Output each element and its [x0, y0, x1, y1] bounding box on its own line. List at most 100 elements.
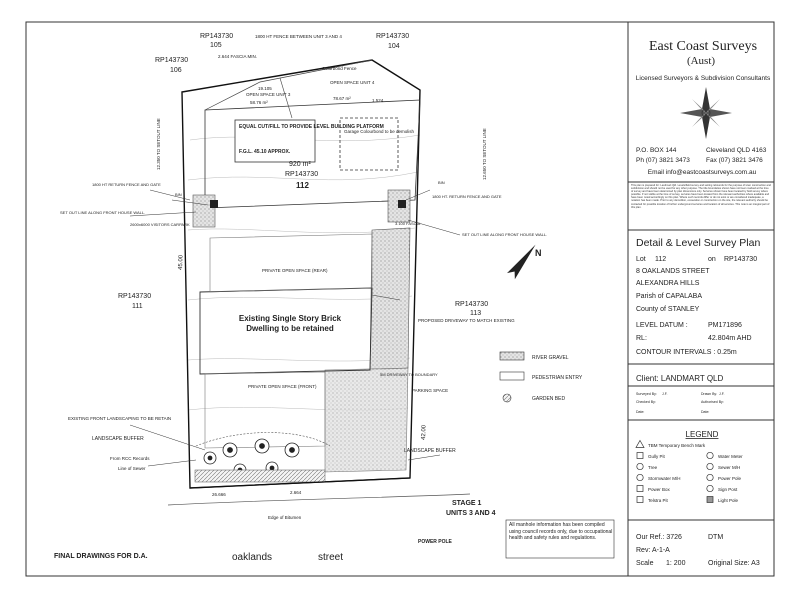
open-space-3-area: 58.76 m² — [250, 100, 268, 105]
neighbour-106-plan: RP143730 — [155, 57, 188, 64]
original-size: Original Size: A3 — [708, 560, 760, 567]
bin-right-label: BIN — [438, 180, 445, 185]
box-icon — [636, 485, 644, 492]
visitors-carpark: 2600x6000 VISITORS CARPARK — [130, 222, 190, 227]
lot-boundary — [181, 59, 421, 489]
rl-value: 42.804m AHD — [708, 335, 752, 342]
contour-intervals: CONTOUR INTERVALS : 0.25m — [636, 349, 737, 356]
sign-icon — [706, 484, 714, 493]
legend-item-storm: Stormwater M/H — [636, 473, 681, 482]
pole-icon — [706, 473, 714, 482]
existing-house-label: Existing Single Story Brick Dwelling to … — [238, 314, 342, 333]
bin-left-marker — [210, 200, 218, 208]
date-1: Date: — [636, 410, 644, 414]
key-pedestrian: PEDESTRIAN ENTRY — [532, 375, 583, 381]
fence-between-units-label: 1800 HT FENCE BETWEEN UNIT 3 AND 4 — [255, 34, 342, 39]
fascia-top-label: 2.644 FASCIA MIN. — [218, 54, 257, 59]
company-subtitle: Licensed Surveyors & Subdivision Consult… — [636, 75, 771, 82]
legend-item-gully: Gully Pit — [636, 452, 666, 459]
open-space-4-area: 78.67 m² — [333, 96, 351, 101]
rear-units-outline — [204, 99, 421, 209]
key-pedestrian-swatch — [499, 371, 525, 381]
equal-cut-label: EQUAL CUT/FILL TO PROVIDE LEVEL BUILDING… — [239, 124, 384, 130]
fgl-label: F.G.L. 45.10 APPROX. — [239, 149, 291, 155]
setout-right: SET OUT LINE ALONG FRONT HOUSE WALL. — [462, 232, 547, 237]
edge-of-bitumen — [167, 493, 471, 506]
neighbour-113-lot: 113 — [470, 310, 481, 317]
legend-item-box: Power Box — [636, 485, 671, 492]
suburb: ALEXANDRA HILLS — [636, 280, 700, 287]
date-2: Date: — [701, 410, 709, 414]
drawn-by: Drawn By: — [701, 392, 717, 396]
neighbour-111-plan: RP143730 — [118, 293, 151, 300]
bin-right-marker — [398, 200, 406, 208]
storm-icon — [636, 473, 644, 482]
disclaimer: This plan is prepared for: Landmart Qld.… — [631, 184, 771, 209]
legend-item-meter: Water Meter — [706, 451, 743, 460]
sewer-icon — [706, 462, 714, 471]
dim-26666: 26.666 — [212, 492, 226, 497]
private-front-label: PRIVATE OPEN SPACE (FRONT) — [248, 384, 317, 389]
return-fence-right: 1800 HT. RETURN FENCE AND GATE — [432, 194, 502, 199]
gully-icon — [636, 452, 644, 459]
key-river-gravel: RIVER GRAVEL — [532, 355, 569, 361]
legend-item-light: Light Pole — [706, 496, 739, 503]
datum-value: PM171896 — [708, 322, 742, 329]
po-box: P.O. BOX 144 — [636, 147, 677, 154]
fax: Fax (07) 3821 3476 — [706, 157, 763, 164]
legend-label-sign: Sign Post — [718, 487, 738, 492]
telstra-icon — [636, 496, 644, 503]
neighbour-105-plan: RP143730 — [200, 33, 233, 40]
parking-label: PARKING SPACE — [412, 388, 448, 393]
setout-line-right: 12.650 TO SETOUT LINE — [482, 128, 487, 180]
neighbour-105-lot: 105 — [210, 42, 222, 49]
company-name: East Coast Surveys — [649, 39, 757, 54]
site-drawing: EQUAL CUT/FILL TO PROVIDE LEVEL BUILDING… — [129, 59, 615, 559]
compass-rose-logo — [680, 87, 732, 139]
on-label: on — [708, 256, 716, 263]
legend-label-triangle: TBM Temporary Bench Mark — [648, 443, 706, 448]
final-drawings-label: FINAL DRAWINGS FOR D.A. — [54, 553, 148, 560]
triangle-icon — [635, 439, 645, 448]
landscape-buffer-right: LANDSCAPE BUFFER — [404, 448, 456, 454]
stage-label: STAGE 1 — [452, 500, 482, 507]
north-arrow — [506, 244, 536, 280]
legend-label-meter: Water Meter — [718, 454, 743, 459]
neighbour-113-plan: RP143730 — [455, 301, 488, 308]
front-buffer-strip — [194, 469, 326, 483]
our-ref: Our Ref.: 3726 — [636, 534, 682, 541]
setout-left: SET OUT LINE ALONG FRONT HOUSE WALL. — [60, 210, 145, 215]
meter-icon — [706, 451, 714, 460]
company-name-sub: (Aust) — [687, 55, 715, 67]
legend-label-pole: Power Pole — [718, 476, 742, 481]
authorised-by: Authorised By: — [701, 400, 724, 404]
north-label: N — [535, 248, 542, 258]
checked-by: Checked By: — [636, 400, 656, 404]
lot-plan: RP143730 — [285, 171, 318, 178]
legend-item-pole: Power Pole — [706, 473, 742, 482]
front-open-space — [204, 371, 326, 449]
driveway-boundary-label: 5M DRIVEWAY TO BOUNDARY — [380, 372, 438, 377]
site-labels: RP143730 105 RP143730 104 RP143730 106 R… — [54, 33, 547, 563]
return-fence-left: 1800 HT RETURN FENCE AND GATE — [92, 182, 161, 187]
legend-label-box: Power Box — [648, 487, 671, 492]
surveyed-initials: J.F. — [662, 392, 667, 396]
street-name: oaklands — [232, 552, 272, 563]
company-location: Cleveland QLD 4163 — [706, 147, 767, 154]
light-icon — [706, 496, 714, 503]
colorbond-fence-label: Colorbond Fence — [322, 66, 357, 71]
line-sewer-label: Line of Sewer — [118, 466, 146, 471]
private-rear-label: PRIVATE OPEN SPACE (REAR) — [262, 268, 328, 273]
legend-item-sewer: Sewer M/H — [706, 462, 740, 471]
dim-45: 45.00 — [178, 254, 185, 270]
drawn-initials: J.F. — [719, 392, 724, 396]
driveway — [369, 227, 411, 371]
neighbour-104-plan: RP143730 — [376, 33, 409, 40]
landscape-buffer-left: LANDSCAPE BUFFER — [92, 436, 144, 442]
legend-label-light: Light Pole — [718, 498, 739, 503]
front-driveway — [324, 367, 409, 473]
legend-label-gully: Gully Pit — [648, 454, 666, 459]
landscape-buffer-curve — [195, 432, 331, 447]
